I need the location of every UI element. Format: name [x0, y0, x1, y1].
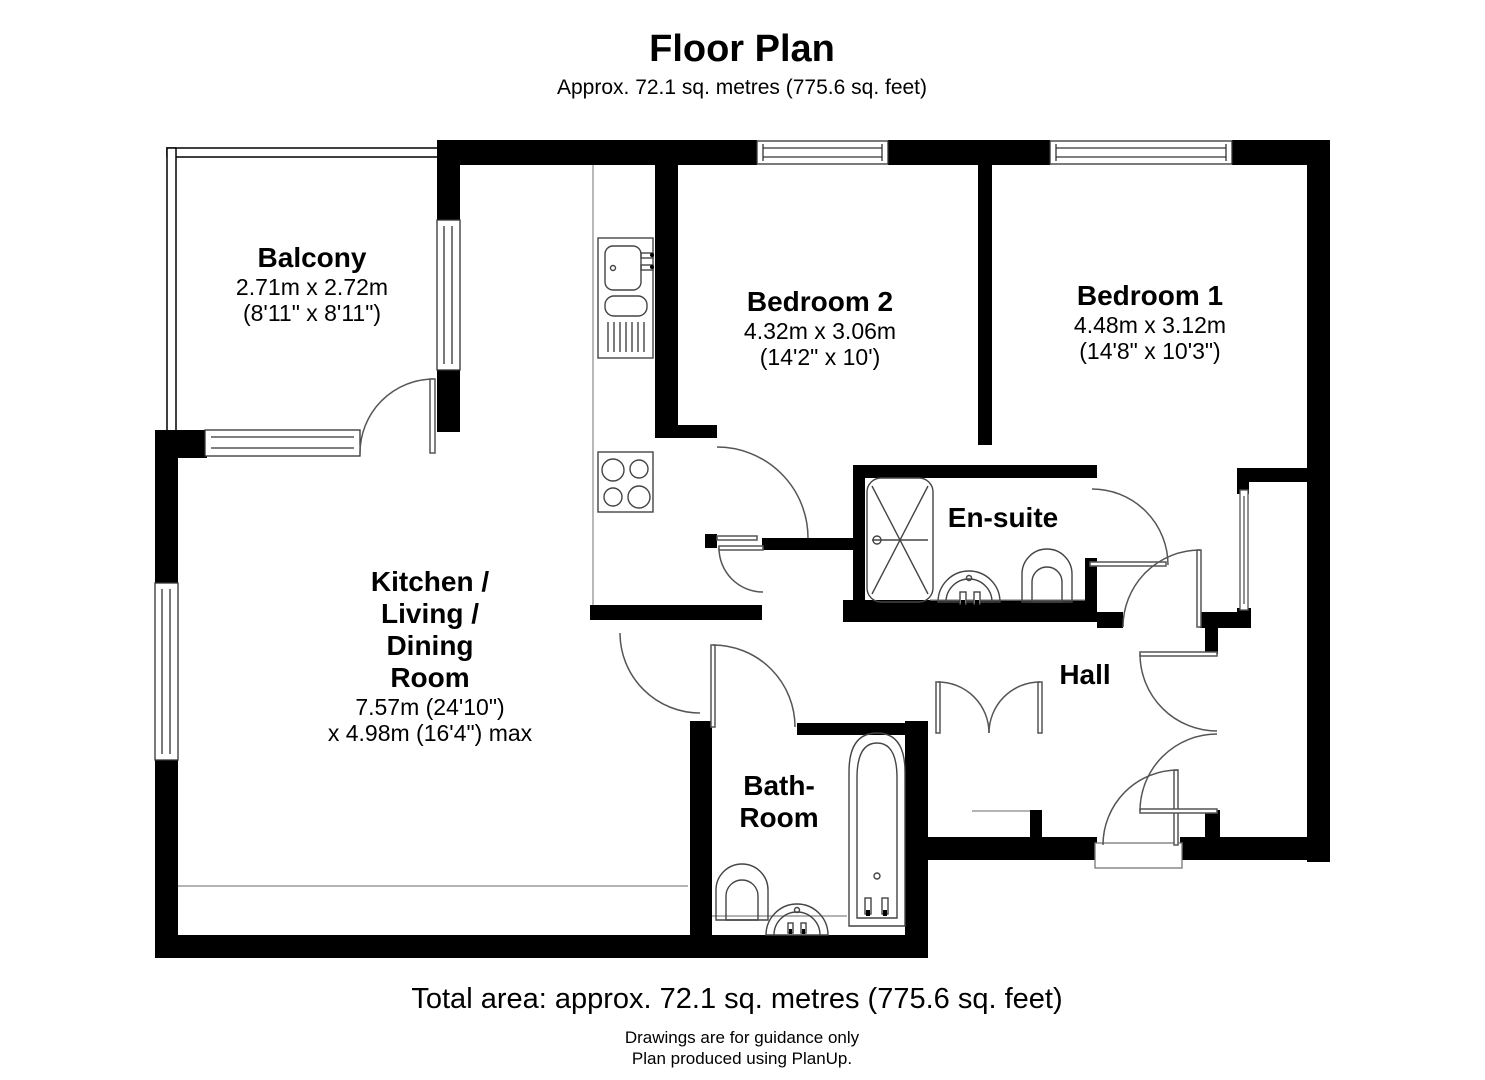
fixtures [597, 237, 1073, 936]
wardrobe-top-wall [1237, 468, 1307, 482]
bedroom1-dims-metric: 4.48m x 3.12m [1073, 311, 1227, 338]
balcony-right-wall-top [437, 140, 460, 225]
ensuite-toilet [1021, 548, 1073, 603]
ensuite-door [1089, 488, 1169, 567]
bathroom-label: Bath- Room [739, 770, 818, 834]
ensuite-right-stub [1085, 558, 1097, 622]
bedroom1-dims-imperial: (14'8" x 10'3") [1079, 338, 1221, 365]
bathroom-name-line1: Bath- [743, 770, 815, 801]
wardrobe-door [1239, 489, 1249, 611]
bedroom1-window [1049, 140, 1233, 165]
storage-cupboard-doors [935, 681, 1043, 734]
outer-wall-bottom-bathroom [688, 935, 928, 958]
cupboard-post [705, 534, 717, 548]
balcony-dims-imperial: (8'11" x 8'11") [242, 300, 382, 327]
outer-wall-left-bottom [155, 758, 178, 958]
entrance-door [1102, 769, 1179, 846]
ensuite-name: En-suite [947, 502, 1059, 533]
bedroom1-door [1122, 549, 1202, 628]
bathroom-toilet [715, 863, 769, 921]
ensuite-label: En-suite [948, 502, 1058, 534]
bedroom2-name: Bedroom 2 [746, 286, 894, 317]
storage-cupboard-stub [1030, 810, 1042, 838]
balcony-dims-metric: 2.71m x 2.72m [235, 273, 389, 300]
bathroom-door [710, 644, 796, 728]
wardrobe-stub-bottom [1237, 608, 1251, 628]
balcony-left-wall [166, 147, 177, 433]
page-title: Floor Plan [649, 28, 835, 70]
bedroom2-door [718, 545, 764, 593]
windows [154, 140, 1249, 869]
outer-wall-bottom-living [155, 935, 715, 958]
hall-bottom-wall-b [1180, 837, 1330, 860]
ensuite-basin [937, 570, 1001, 605]
bedroom-divider-wall [978, 165, 992, 445]
living-room-window [154, 582, 179, 761]
feature-lines [178, 165, 1085, 917]
bathroom-left-wall [690, 721, 712, 939]
balcony-door [359, 378, 436, 454]
credit-text: Plan produced using PlanUp. [631, 1049, 853, 1068]
walls [155, 140, 1330, 958]
bedroom1-label: Bedroom 1 4.48m x 3.12m (14'8" x 10'3") [1074, 280, 1226, 364]
bedroom1-name: Bedroom 1 [1076, 280, 1224, 311]
kitchen-sink-unit [597, 237, 654, 359]
bathroom-top-wall [797, 723, 907, 735]
kitchen-dims-line1: 7.57m (24'10") [355, 693, 505, 720]
hall-name: Hall [1059, 659, 1111, 690]
balcony-label: Balcony 2.71m x 2.72m (8'11" x 8'11") [236, 242, 388, 326]
balcony-top-wall [166, 147, 458, 158]
outer-wall-top-b [888, 140, 1050, 165]
bedroom2-dims-metric: 4.32m x 3.06m [743, 317, 897, 344]
disclaimer-text: Drawings are for guidance only [624, 1028, 860, 1047]
hall-label: Hall [1059, 659, 1110, 691]
bedroom2-cupboard-door [716, 446, 809, 541]
outer-wall-right [1307, 140, 1330, 862]
wardrobe-stub-top [1237, 468, 1249, 494]
hall-bottom-wall-a [905, 837, 1097, 860]
bathroom-basin [765, 903, 829, 936]
living-room-door [619, 632, 701, 714]
total-area-text: Total area: approx. 72.1 sq. metres (775… [411, 983, 1063, 1015]
shower [866, 477, 934, 603]
kitchen-wall [655, 165, 678, 425]
outer-wall-left-top [155, 430, 178, 585]
balcony-railing-window [204, 429, 361, 457]
ensuite-top-wall [853, 465, 1097, 478]
balcony-name: Balcony [257, 242, 367, 273]
bathroom-name-line2: Room [739, 801, 819, 833]
living-hall-wall [590, 605, 762, 620]
outer-wall-top-a [437, 140, 757, 165]
hall-cupboard-doors [1139, 651, 1218, 814]
doors [359, 378, 1218, 846]
bedroom2-label: Bedroom 2 4.32m x 3.06m (14'2" x 10') [744, 286, 896, 370]
ensuite-bottom-wall [843, 600, 1097, 622]
hall-top-wall-a [1097, 612, 1123, 628]
kitchen-hob [597, 451, 654, 513]
kitchen-name-line3: Dining [386, 629, 474, 661]
bathtub [848, 732, 906, 927]
kitchen-dims-line2: x 4.98m (16'4") max [327, 719, 533, 746]
bedroom2-bottom-wall [762, 538, 862, 550]
bedroom2-window [756, 140, 889, 165]
page-subtitle: Approx. 72.1 sq. metres (775.6 sq. feet) [556, 76, 928, 99]
kitchen-name-line2: Living / [380, 597, 479, 629]
balcony-right-wall-bottom [437, 368, 460, 432]
kitchen-name-line4: Room [390, 661, 470, 693]
bedroom2-dims-imperial: (14'2" x 10') [759, 344, 881, 371]
entrance-threshold [1094, 842, 1183, 869]
ensuite-left-wall [853, 465, 865, 622]
cupboard-top-wall [655, 425, 717, 438]
hall-cupboard-stub-bottom [1205, 810, 1220, 838]
hall-top-wall-b [1200, 612, 1237, 628]
hall-cupboard-stub-top [1205, 628, 1218, 654]
kitchen-name-line1: Kitchen / [370, 566, 490, 597]
kitchen-living-label: Kitchen / Living / Dining Room 7.57m (24… [328, 566, 532, 746]
kitchen-window [436, 219, 461, 371]
